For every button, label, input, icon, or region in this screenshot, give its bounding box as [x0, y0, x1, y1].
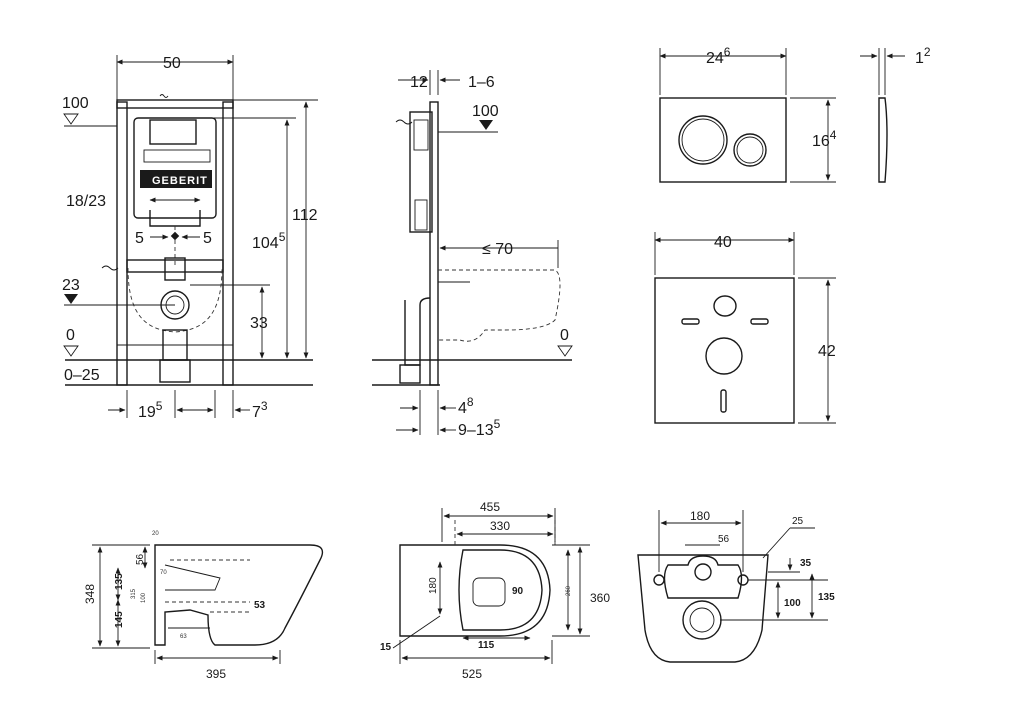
bowl-rear-dim-25-label: 25: [792, 516, 804, 527]
front-offset-right-label: 5: [203, 230, 212, 247]
large-flush-button: [678, 115, 728, 165]
soundproof-pad: 40 42: [654, 232, 836, 424]
bowl-side-dim-348-label: 348: [83, 584, 97, 604]
bowl-rear-dim-135-label: 135: [818, 592, 835, 603]
side-level-100-label: 100: [472, 103, 499, 120]
front-height-1045-label: 1045: [252, 230, 286, 252]
front-dim-73-label: 73: [252, 399, 268, 421]
front-floor-range-label: 0–25: [64, 367, 100, 384]
front-height-33-label: 33: [250, 315, 268, 332]
bowl-side-view: 348 56 20 135 145 315 100 70 53 63 395: [83, 531, 324, 681]
bowl-top-dim-115-label: 115: [478, 640, 495, 651]
bowl-rear-dim-56-label: 56: [718, 534, 730, 545]
plate-height-label: 164: [812, 128, 837, 150]
side-dim-48-label: 48: [458, 395, 474, 417]
bowl-side-dim-135-label: 135: [114, 573, 125, 590]
front-width-label: 50: [163, 55, 181, 72]
side-dim-9-135-label: 9–135: [458, 417, 501, 439]
bowl-top-dim-525-label: 525: [462, 667, 482, 681]
bowl-top-dim-455-label: 455: [480, 500, 500, 514]
front-level-23-label: 23: [62, 277, 80, 294]
bowl-top-dim-90-label: 90: [512, 586, 524, 597]
bowl-top-dim-180-label: 180: [428, 577, 439, 594]
front-view: GEBERIT 50 100 18/23 5 5 2: [62, 55, 318, 421]
brand-logo: GEBERIT: [152, 175, 208, 187]
flush-plate: 246 164 12: [659, 45, 931, 183]
side-dim-12-label: 12: [410, 74, 428, 91]
small-flush-button: [733, 133, 767, 167]
bowl-side-dim-395-label: 395: [206, 667, 226, 681]
bowl-rear-view: 180 56 25 35 100 135: [637, 509, 835, 663]
bowl-top-dim-330-label: 330: [490, 519, 510, 533]
bowl-side-dim-70-label: 70: [160, 570, 167, 576]
bowl-side-dim-20-label: 20: [152, 531, 159, 537]
pad-width-label: 40: [714, 234, 732, 251]
side-level-0-label: 0: [560, 327, 569, 344]
bowl-side-dim-145-label: 145: [114, 611, 125, 628]
front-dim-195-label: 195: [138, 399, 163, 421]
bowl-rear-dim-180-label: 180: [690, 509, 710, 523]
front-pipe-spacing-label: 18/23: [66, 193, 106, 210]
bowl-top-dim-360-label: 360: [590, 591, 610, 605]
geberit-logo-plate: [140, 170, 212, 188]
side-max-70-label: ≤ 70: [482, 241, 513, 258]
bowl-side-dim-315-label: 315: [131, 588, 137, 599]
front-offset-left-label: 5: [135, 230, 144, 247]
front-level-100-label: 100: [62, 95, 89, 112]
bowl-top-dim-260-label: 260: [566, 585, 572, 596]
bowl-side-dim-63-label: 63: [180, 634, 187, 640]
front-level-0-label: 0: [66, 327, 75, 344]
bowl-rear-dim-35-label: 35: [800, 558, 812, 569]
bowl-side-dim-100-label: 100: [141, 592, 147, 603]
front-height-112-label: 112: [292, 207, 318, 224]
side-dim-1-6-label: 1–6: [468, 74, 495, 91]
bowl-rear-dim-100-label: 100: [784, 598, 801, 609]
bowl-side-dim-53-label: 53: [254, 600, 266, 611]
plate-width-label: 246: [706, 45, 731, 67]
bowl-top-view: 455 330 180 90 260 360 15 115 525: [380, 500, 610, 681]
side-view: 12 1–6 100 ≤ 70 0 48 9–135: [372, 70, 573, 439]
pad-height-label: 42: [818, 343, 836, 360]
plate-depth-label: 12: [915, 45, 931, 67]
bowl-top-dim-15-label: 15: [380, 642, 392, 653]
bowl-side-dim-56-label: 56: [135, 553, 146, 565]
